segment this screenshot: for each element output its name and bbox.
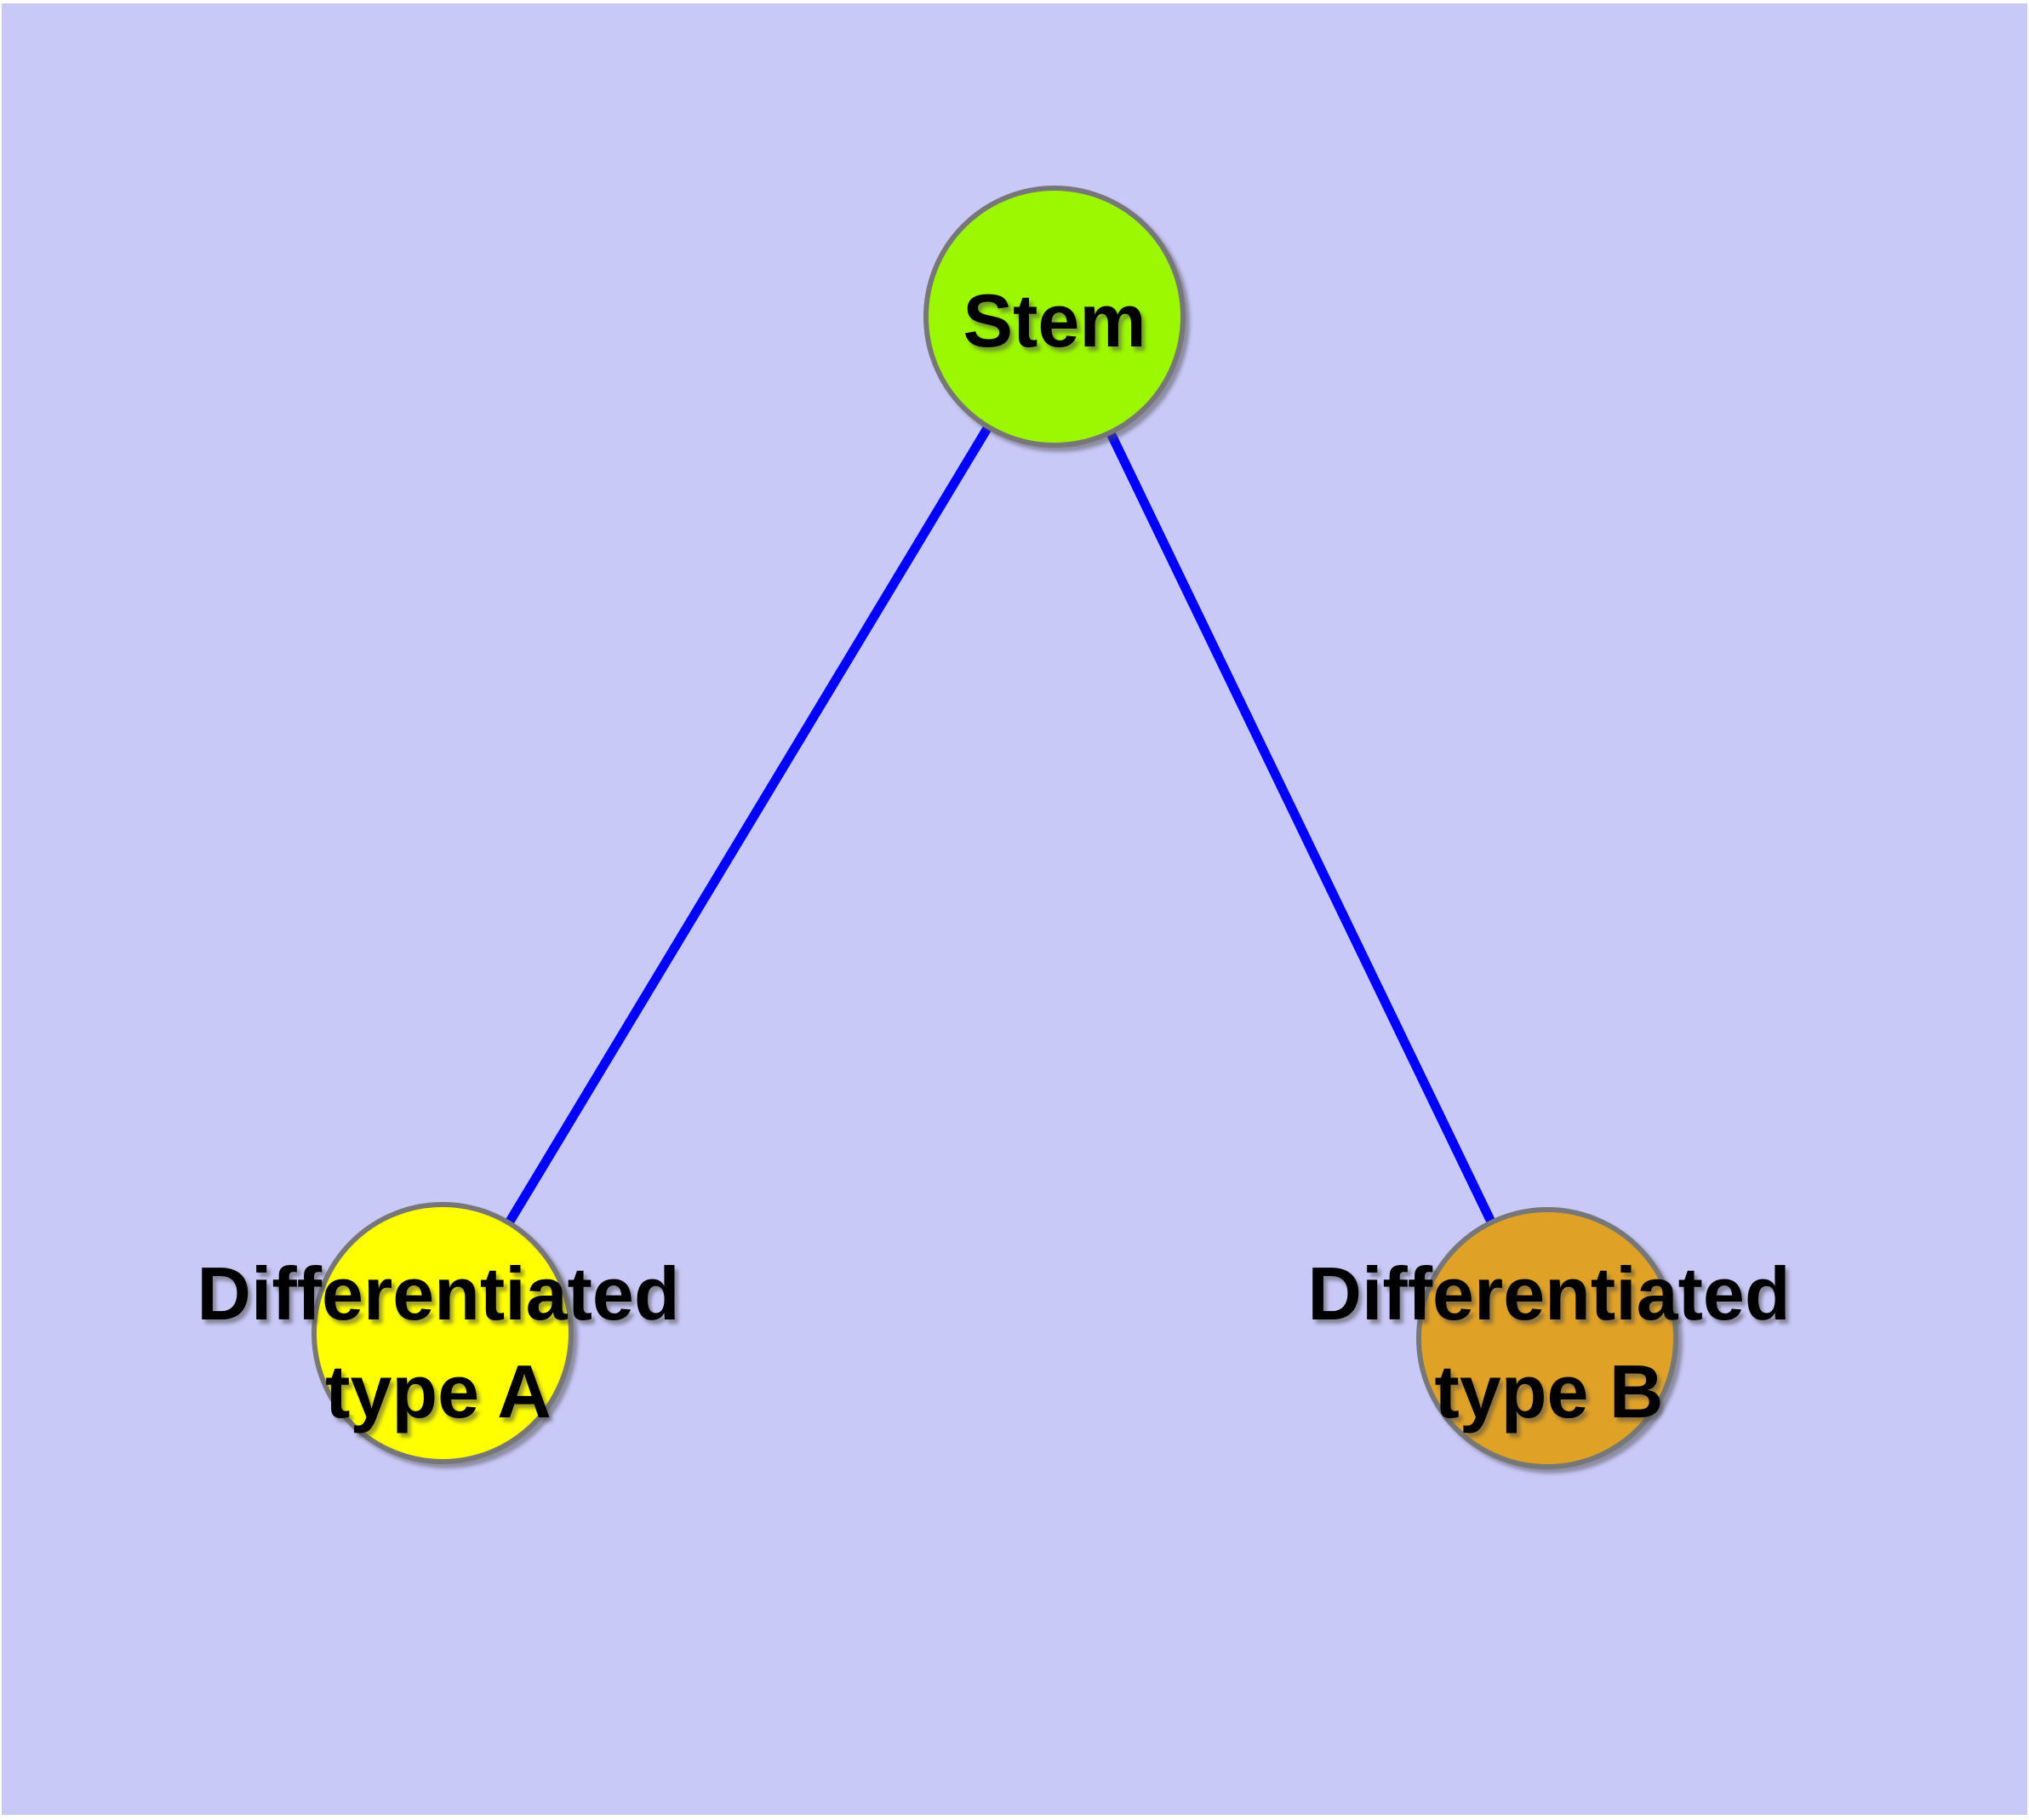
edge-stem-to-type-a[interactable]: [438, 314, 1059, 1336]
type-a-node-label-line2: type A: [325, 1349, 552, 1434]
edge-stem-to-type-b[interactable]: [1050, 314, 1552, 1341]
type-a-node-label-line1: Differentiated: [197, 1251, 679, 1336]
type-a-node[interactable]: [311, 1202, 574, 1464]
type-b-node-label-line1: Differentiated: [1307, 1251, 1790, 1336]
type-b-node[interactable]: [1416, 1207, 1678, 1469]
type-b-node-label-line2: type B: [1435, 1349, 1664, 1434]
stem-node[interactable]: [923, 186, 1186, 448]
stem-node-label: Stem: [963, 278, 1146, 363]
